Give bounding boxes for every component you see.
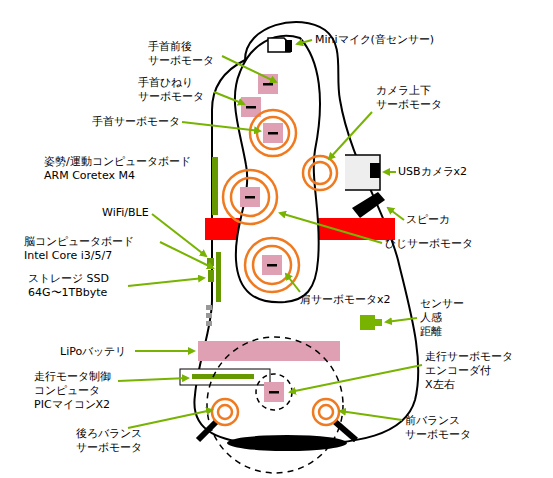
part-label: 手首サーボモータ [92,115,180,129]
part-label: LiPoバッテリ [60,345,126,359]
part-label: 肩サーボモータx2 [300,293,391,307]
part-label: 後ろバランス サーボモータ [76,427,142,455]
part-label: ストレージ SSD 64G〜1TBbyte [28,272,126,300]
part-label: 前バランス サーボモータ [405,414,471,442]
part-label: ひじサーボモータ [385,237,473,251]
part-label: USBカメラx2 [398,165,467,179]
part-label: 手首前後 サーボモータ [148,40,214,68]
part-label: カメラ上下 サーボモータ [376,84,442,112]
part-label: WiFi/BLE [102,206,149,220]
part-label: 走行モータ制御 コンピュータ PICマイコンX2 [34,370,111,411]
part-label: 走行サーボモータ エンコーダ付 X左右 [425,350,513,391]
part-label: 姿勢/運動コンピュータボード ARM Coretex M4 [44,155,206,183]
part-label: 手首ひねり サーボモータ [138,76,204,104]
part-label: 脳コンピュータボード Intel Core i3/5/7 [24,235,158,263]
part-label: Miniマイク(音センサー) [315,33,434,47]
part-label: スピーカ [406,213,450,227]
part-label: センサー 人感 距離 [420,297,464,338]
